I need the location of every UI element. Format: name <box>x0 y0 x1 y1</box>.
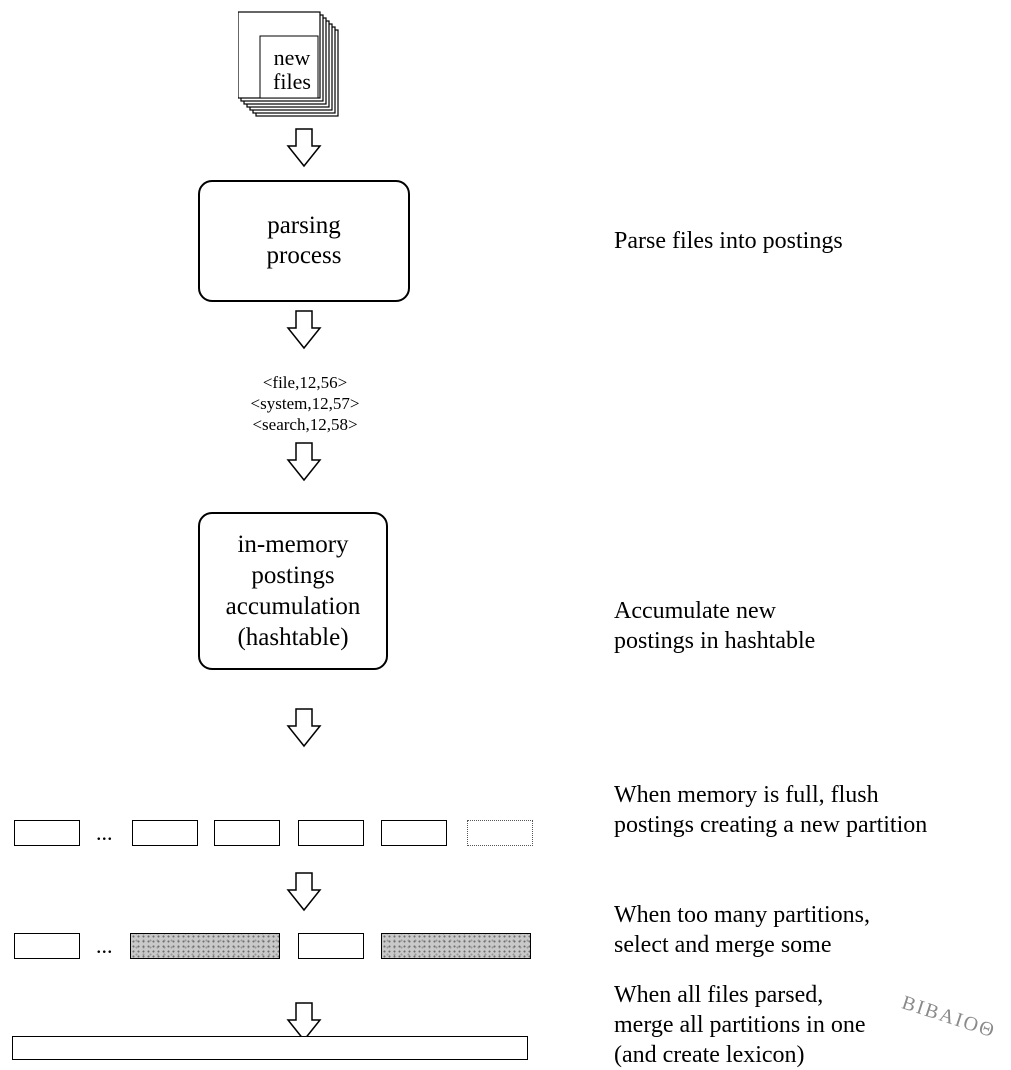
partition-block <box>298 933 364 959</box>
down-arrow-icon <box>286 442 322 482</box>
note-accumulate: Accumulate new postings in hashtable <box>614 598 816 654</box>
new-files-stack: new files <box>237 8 342 120</box>
new-files-label: new files <box>273 45 311 94</box>
partition-block <box>132 820 198 846</box>
parsing-process-box: parsing process <box>198 180 410 302</box>
partition-block <box>214 820 280 846</box>
partition-block <box>298 820 364 846</box>
note-parse: Parse files into postings <box>614 228 843 254</box>
final-merged-partition <box>12 1036 528 1060</box>
new-partition-block <box>467 820 533 846</box>
library-stamp: BIBAIOΘ <box>899 991 999 1043</box>
posting-tuple: <system,12,57> <box>250 394 360 413</box>
merged-partition-block <box>381 933 531 959</box>
note-flush: When memory is full, flush postings crea… <box>614 782 928 838</box>
stacked-files-icon <box>237 11 339 117</box>
partition-block <box>14 820 80 846</box>
down-arrow-icon <box>286 872 322 912</box>
ellipsis: ... <box>96 933 113 958</box>
partition-block <box>381 820 447 846</box>
partition-row-flush: ... <box>0 818 540 848</box>
note-merge-all: When all files parsed, merge all partiti… <box>614 982 866 1068</box>
accumulation-box: in-memory postings accumulation (hashtab… <box>198 512 388 670</box>
postings-sample: <file,12,56> <system,12,57> <search,12,5… <box>200 372 410 435</box>
note-merge-some: When too many partitions, select and mer… <box>614 902 870 958</box>
partition-block <box>14 933 80 959</box>
down-arrow-icon <box>286 310 322 350</box>
posting-tuple: <file,12,56> <box>262 373 348 392</box>
down-arrow-icon <box>286 708 322 748</box>
posting-tuple: <search,12,58> <box>252 415 358 434</box>
down-arrow-icon <box>286 128 322 168</box>
parsing-process-label: parsing process <box>266 212 342 269</box>
down-arrow-icon <box>286 1002 322 1042</box>
merged-partition-block <box>130 933 280 959</box>
accumulation-label: in-memory postings accumulation (hashtab… <box>225 531 361 651</box>
ellipsis: ... <box>96 820 113 845</box>
partition-row-merge: ... <box>0 931 540 961</box>
